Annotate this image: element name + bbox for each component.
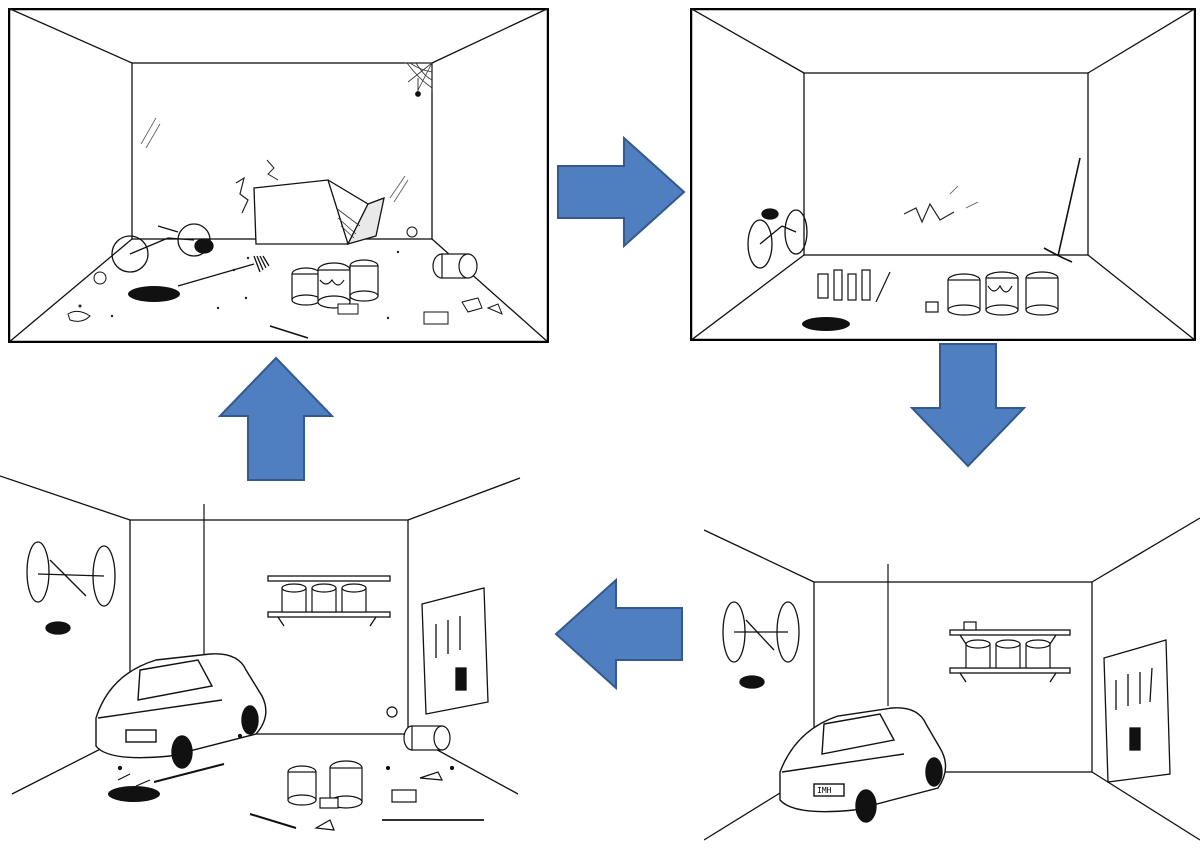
wall-crack: [235, 176, 249, 214]
paint-can-icon: [963, 621, 1051, 669]
shelf-icon: [949, 629, 1071, 683]
cobweb-icon: [404, 62, 433, 92]
arrow-left-icon: [552, 578, 686, 690]
box-icon: [253, 179, 385, 246]
hanging-bicycle-icon: [26, 541, 116, 635]
pegboard-icon: [421, 587, 489, 715]
window-glare: [140, 117, 409, 203]
debris-icon: [67, 226, 503, 339]
pegboard-icon: [1103, 639, 1171, 783]
oil-stain-icon: [128, 286, 180, 302]
panel-messy-car-garage: [0, 468, 540, 850]
license-plate-text: IMH: [817, 786, 832, 795]
fallen-can: [432, 253, 478, 279]
panel-border: [8, 8, 549, 343]
pickaxe-icon: [1043, 157, 1081, 263]
paint-can-icon: [287, 725, 451, 809]
panel-messy-garage: [8, 8, 549, 343]
arrow-down-icon: [910, 342, 1026, 468]
panel-clean-garage: [690, 8, 1196, 341]
tools-icon: [817, 269, 891, 303]
rake-icon: [177, 255, 270, 287]
spider-icon: [415, 78, 421, 97]
room-lines: [0, 475, 521, 795]
car-icon: [95, 653, 267, 769]
paint-can-icon: [281, 583, 367, 613]
arrow-up-icon: [218, 356, 334, 482]
panel-border: [690, 8, 1196, 341]
car-icon: [779, 707, 947, 823]
oil-stain-icon: [108, 786, 160, 802]
oil-stain-icon: [802, 317, 850, 331]
hanging-bicycle-icon: [722, 601, 800, 689]
wall-crack: [903, 202, 955, 224]
arrow-right-icon: [554, 136, 688, 248]
bicycle-icon: [747, 208, 808, 269]
debris-icon: [117, 706, 484, 831]
paint-can-icon: [925, 271, 1059, 316]
panel-organized-garage: IMH: [704, 510, 1200, 850]
room-lines: [690, 8, 1196, 341]
bicycle-icon: [111, 223, 214, 273]
